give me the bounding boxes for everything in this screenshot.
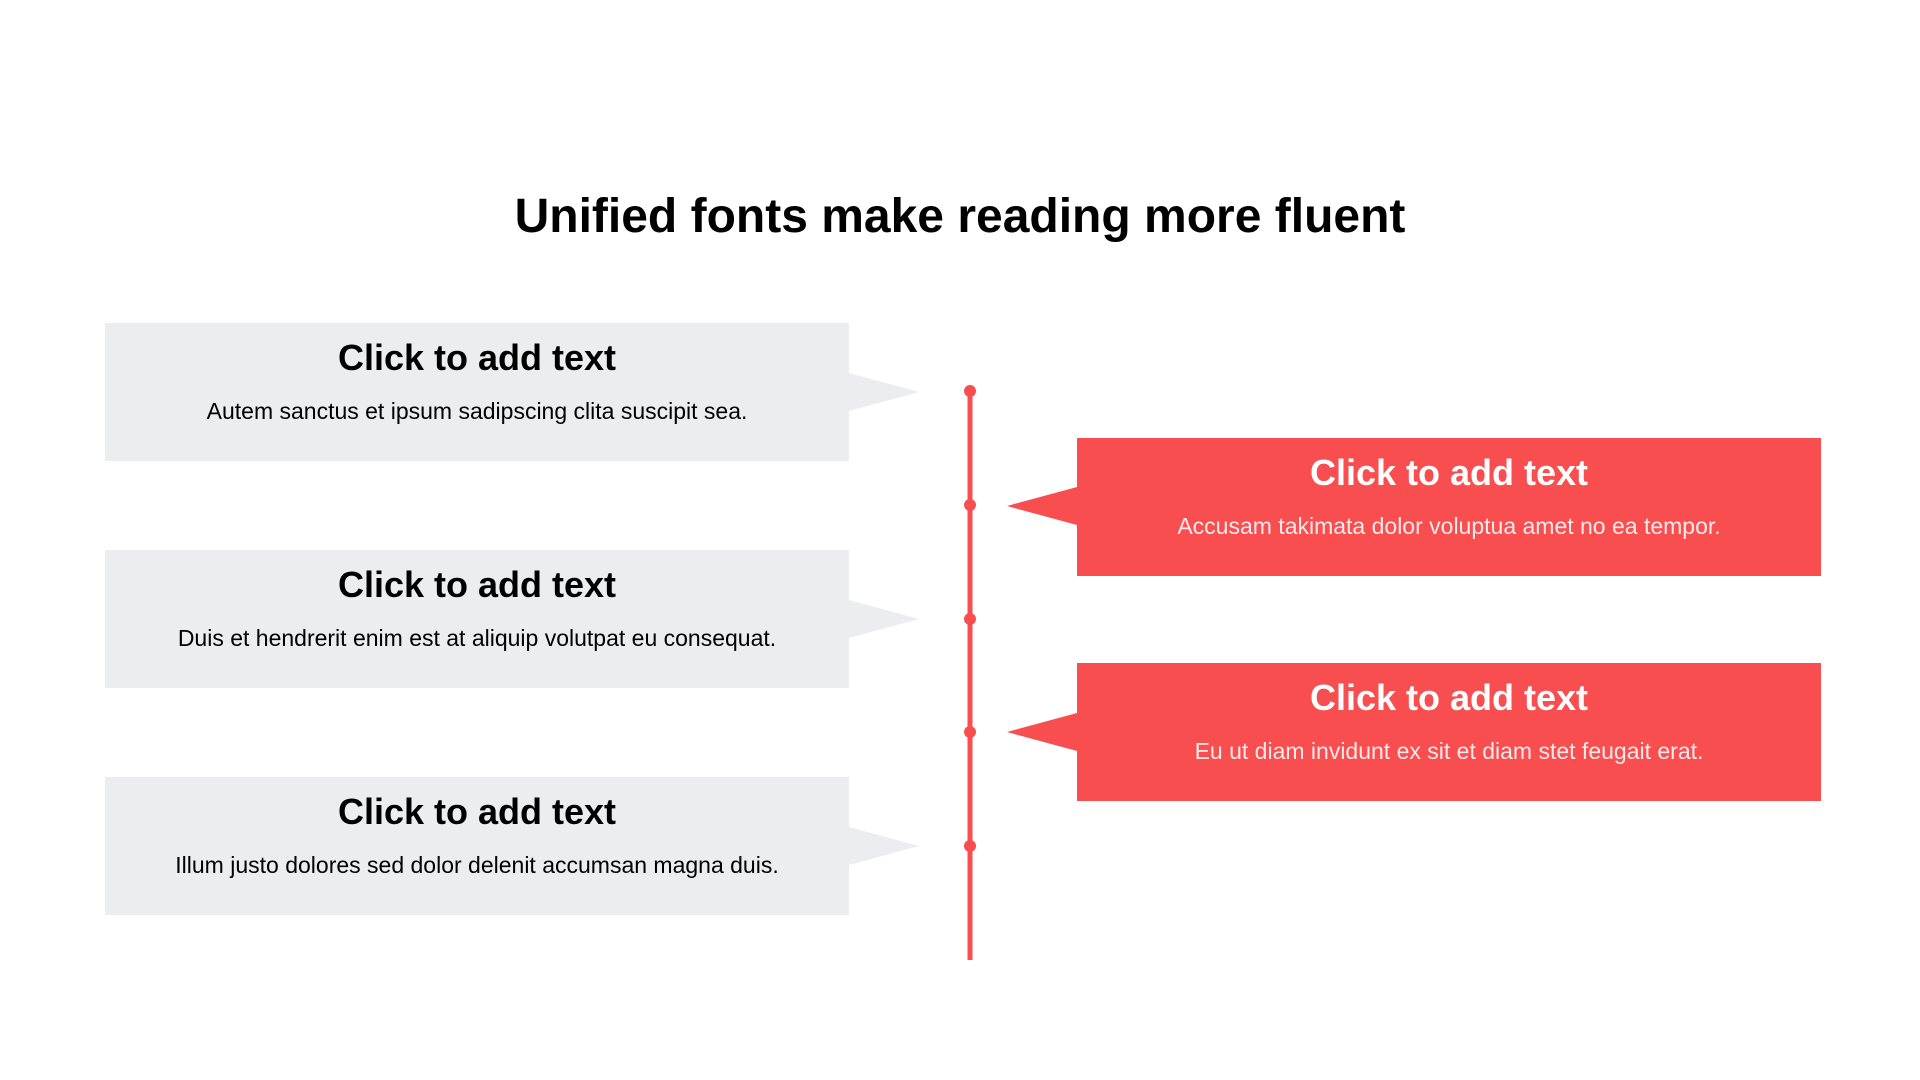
timeline-dot bbox=[964, 613, 976, 625]
left-card-2-pointer bbox=[849, 600, 919, 638]
timeline-dot bbox=[964, 385, 976, 397]
card-body-text[interactable]: Autem sanctus et ipsum sadipscing clita … bbox=[206, 398, 748, 424]
card-heading[interactable]: Click to add text bbox=[337, 564, 617, 605]
card-heading[interactable]: Click to add text bbox=[1309, 677, 1589, 718]
card-body-text[interactable]: Accusam takimata dolor voluptua amet no … bbox=[1177, 513, 1721, 539]
right-card-2[interactable]: Click to add text Eu ut diam invidunt ex… bbox=[1077, 663, 1821, 801]
slide-title: Unified fonts make reading more fluent bbox=[514, 190, 1406, 243]
timeline-dot bbox=[964, 840, 976, 852]
left-card-2[interactable]: Click to add text Duis et hendrerit enim… bbox=[105, 550, 849, 688]
card-body-text[interactable]: Illum justo dolores sed dolor delenit ac… bbox=[175, 852, 779, 878]
right-card-1[interactable]: Click to add text Accusam takimata dolor… bbox=[1077, 438, 1821, 576]
card-body-text[interactable]: Eu ut diam invidunt ex sit et diam stet … bbox=[1194, 738, 1704, 764]
card-body-text[interactable]: Duis et hendrerit enim est at aliquip vo… bbox=[177, 625, 777, 651]
card-heading[interactable]: Click to add text bbox=[337, 791, 617, 832]
timeline-dot bbox=[964, 726, 976, 738]
left-card-3-pointer bbox=[849, 827, 919, 865]
timeline-dot bbox=[964, 499, 976, 511]
left-card-1[interactable]: Click to add text Autem sanctus et ipsum… bbox=[105, 323, 849, 461]
card-heading[interactable]: Click to add text bbox=[337, 337, 617, 378]
left-card-1-pointer bbox=[849, 373, 919, 411]
card-heading[interactable]: Click to add text bbox=[1309, 452, 1589, 493]
left-card-3[interactable]: Click to add text Illum justo dolores se… bbox=[105, 777, 849, 915]
right-card-2-pointer bbox=[1007, 713, 1077, 751]
right-card-1-pointer bbox=[1007, 487, 1077, 525]
